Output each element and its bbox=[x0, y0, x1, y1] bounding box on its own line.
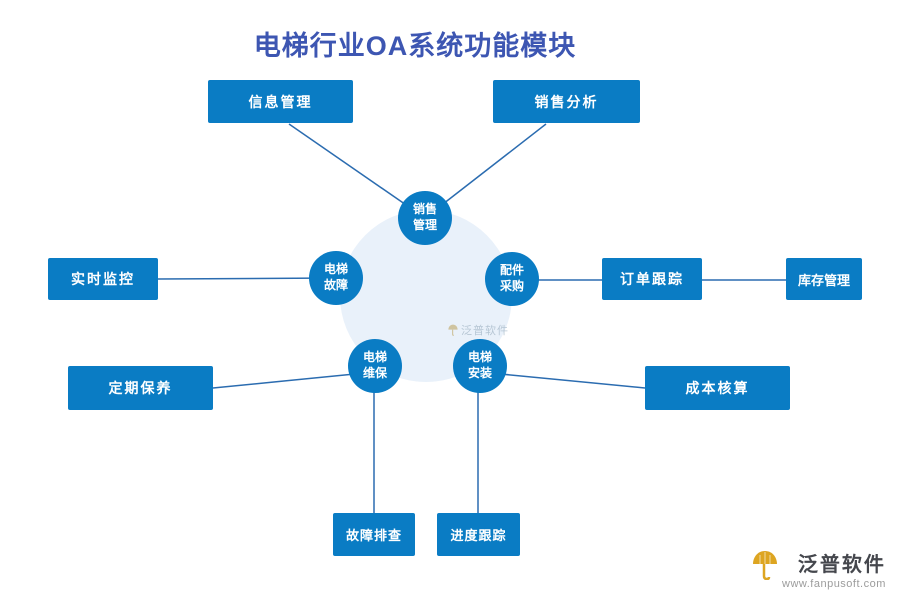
box-realtime-monitoring: 实时监控 bbox=[48, 258, 158, 300]
box-fault-troubleshooting: 故障排查 bbox=[333, 513, 415, 556]
box-cost-accounting: 成本核算 bbox=[645, 366, 790, 410]
watermark-text: 泛普软件 bbox=[461, 325, 509, 337]
box-progress-tracking: 进度跟踪 bbox=[437, 513, 520, 556]
box-regular-maintenance: 定期保养 bbox=[68, 366, 213, 410]
umbrella-logo-icon bbox=[752, 550, 778, 580]
node-elevator-maintenance: 电梯 维保 bbox=[348, 339, 402, 393]
line-upkeep-to-maintain bbox=[212, 371, 376, 389]
diagram-title: 电梯行业OA系统功能模块 bbox=[253, 31, 577, 61]
box-inventory-management: 库存管理 bbox=[786, 258, 862, 300]
node-sales-management: 销售 管理 bbox=[398, 191, 452, 245]
line-install-to-cost bbox=[479, 371, 646, 389]
center-watermark: 泛普软件 bbox=[448, 322, 509, 338]
brand-logo: 泛普软件 www.fanpusoft.com bbox=[752, 548, 886, 590]
box-order-tracking: 订单跟踪 bbox=[602, 258, 702, 300]
node-elevator-installation: 电梯 安装 bbox=[453, 339, 507, 393]
brand-name: 泛普软件 bbox=[797, 554, 886, 576]
brand-site-url: www.fanpusoft.com bbox=[782, 578, 886, 590]
line-monitor-to-fault bbox=[157, 277, 337, 280]
box-info-management: 信息管理 bbox=[208, 80, 353, 123]
brand-text-block: 泛普软件 www.fanpusoft.com bbox=[782, 548, 886, 590]
watermark-umbrella-icon bbox=[448, 324, 458, 336]
box-sales-analysis: 销售分析 bbox=[493, 80, 640, 123]
node-parts-procurement: 配件 采购 bbox=[485, 252, 539, 306]
node-elevator-fault: 电梯 故障 bbox=[309, 251, 363, 305]
